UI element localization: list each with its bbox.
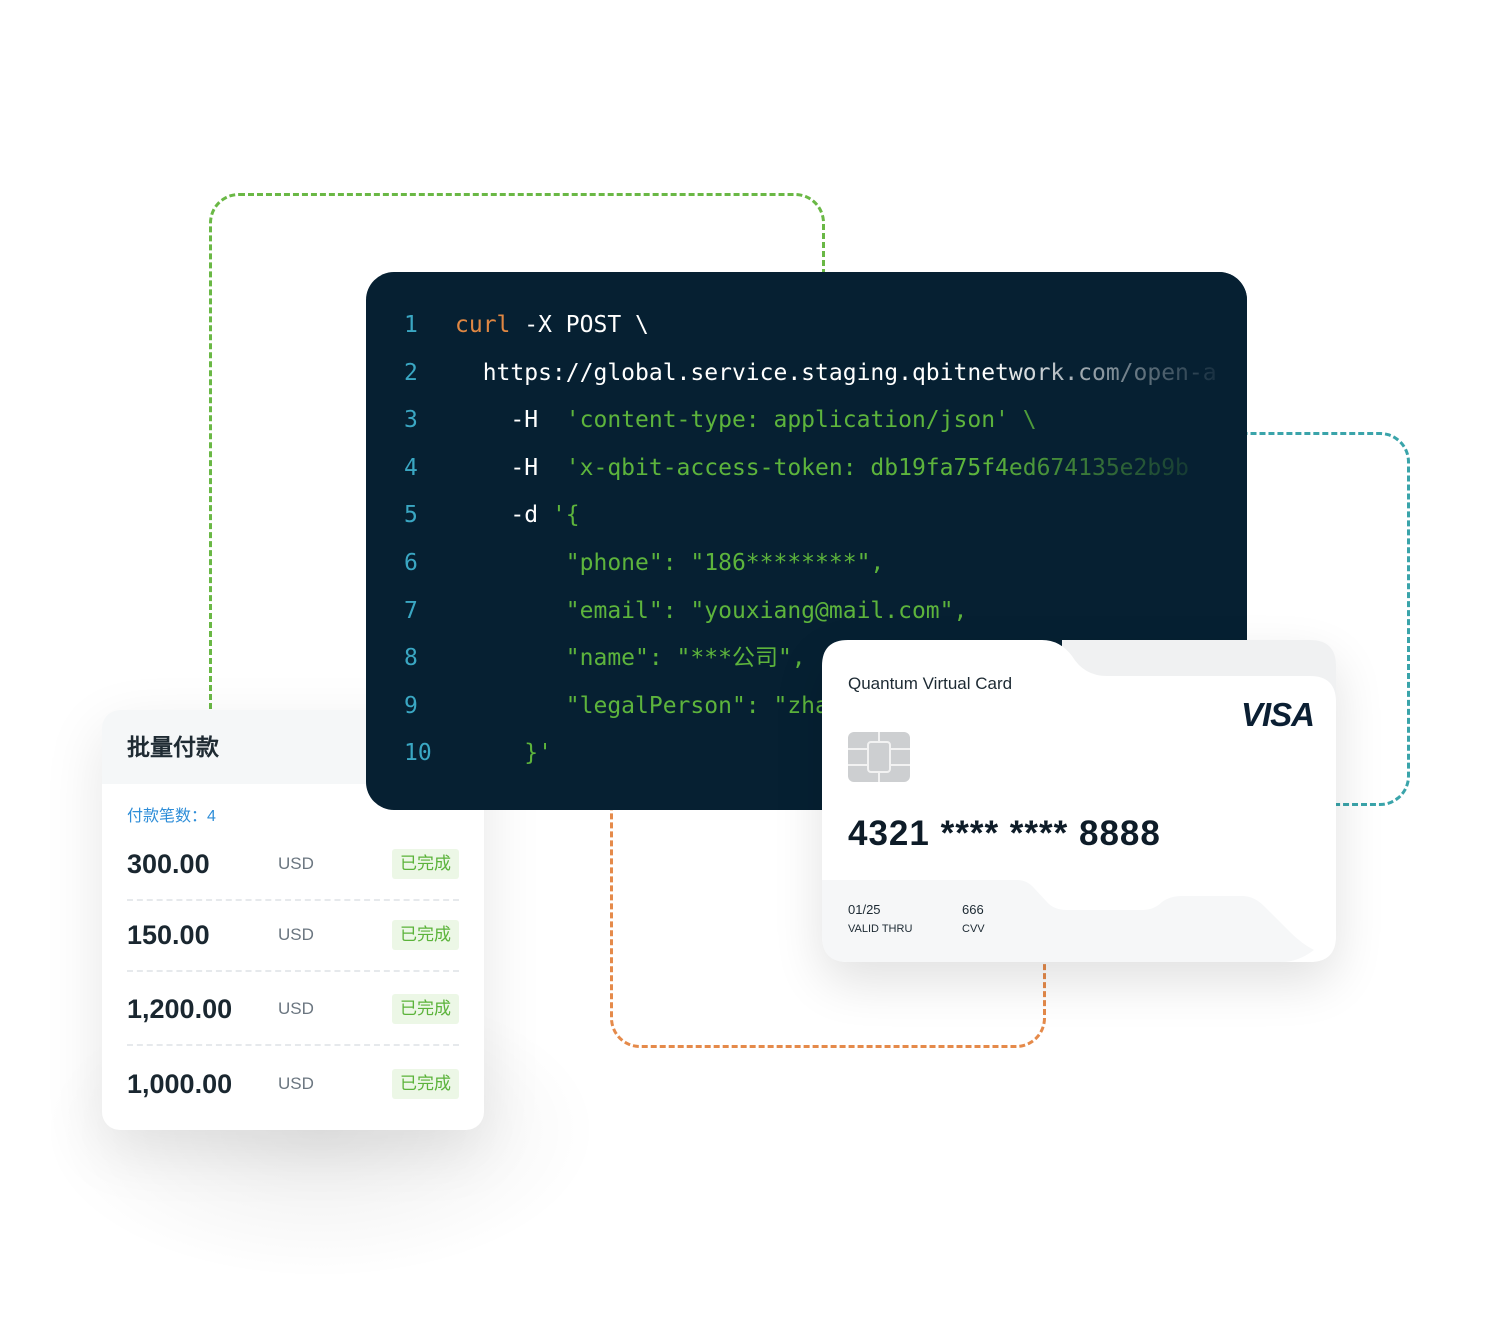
code-token: -H: [455, 454, 566, 481]
line-number: 1: [404, 312, 418, 338]
row-divider: [127, 1044, 459, 1046]
card-bottom-panel: [822, 880, 1314, 962]
code-token: '{: [551, 502, 580, 529]
code-token: 'content-type: application/json' \: [565, 407, 1037, 434]
code-token: -d: [455, 502, 552, 529]
payment-currency: USD: [278, 1074, 314, 1093]
code-text: curl -X POST \: [455, 305, 649, 345]
code-token: "email": "youxiang@mail.com",: [455, 597, 968, 624]
code-line: 8 "name": "***公司",: [366, 638, 1247, 678]
line-number: 6: [404, 550, 418, 576]
payment-row[interactable]: 150.00 USD 已完成: [127, 898, 459, 972]
virtual-card-shape: [822, 640, 1336, 962]
code-text: -d '{: [455, 495, 580, 535]
card-number: 4321 **** **** 8888: [848, 814, 1161, 853]
code-line: 6 "phone": "186********",: [366, 543, 1247, 583]
row-divider: [127, 970, 459, 972]
line-number: 3: [404, 407, 418, 434]
payment-currency: USD: [278, 854, 314, 873]
code-text: "email": "youxiang@mail.com",: [455, 591, 968, 631]
payment-amount: 150.00: [127, 920, 210, 950]
line-number: 7: [404, 597, 418, 624]
payment-amount: 1,000.00: [127, 1069, 233, 1099]
virtual-card: Quantum Virtual Card VISA 4321 **** ****…: [822, 640, 1336, 962]
code-token: "name": "***公司",: [455, 645, 806, 672]
payment-count-label: 付款笔数：: [127, 808, 208, 825]
code-token: -X POST \: [510, 312, 649, 338]
payment-row[interactable]: 1,000.00 USD 已完成: [127, 1047, 459, 1121]
line-number: 8: [404, 645, 418, 672]
payment-count: 付款笔数：4: [127, 802, 216, 826]
card-expiry-label: VALID THRU: [848, 923, 913, 935]
card-expiry: 01/25: [848, 902, 881, 917]
code-text: "name": "***公司",: [455, 638, 806, 678]
line-number: 2: [404, 359, 418, 386]
code-line: 7 "email": "youxiang@mail.com",: [366, 591, 1247, 631]
code-text: "legalPerson": "zha: [455, 686, 829, 726]
code-token: "phone": "186********",: [455, 550, 885, 576]
payment-amount: 300.00: [127, 849, 210, 879]
payment-row[interactable]: 300.00 USD 已完成: [127, 827, 459, 901]
code-token: curl: [455, 312, 511, 338]
status-badge: 已完成: [392, 994, 459, 1024]
payment-amount: 1,200.00: [127, 994, 233, 1024]
code-line: 10 }': [366, 733, 1247, 773]
code-token: }': [455, 740, 552, 767]
code-line: 5 -d '{: [366, 495, 1247, 535]
card-cvv: 666: [962, 902, 984, 917]
line-number: 4: [404, 454, 418, 481]
card-chip-icon: [848, 732, 910, 782]
status-badge: 已完成: [392, 920, 459, 950]
payment-count-value: 4: [207, 808, 216, 825]
payment-currency: USD: [278, 925, 314, 944]
line-number: 9: [404, 692, 418, 719]
status-badge: 已完成: [392, 849, 459, 879]
payment-currency: USD: [278, 999, 314, 1018]
code-token: "legalPerson": "zha: [455, 692, 829, 719]
card-cvv-label: CVV: [962, 923, 985, 935]
code-text: }': [455, 733, 552, 773]
payment-row[interactable]: 1,200.00 USD 已完成: [127, 972, 459, 1046]
line-number: 10: [404, 740, 432, 767]
visa-logo: VISA: [1240, 696, 1315, 733]
code-line: 9 "legalPerson": "zha: [366, 686, 1247, 726]
code-text: -H 'content-type: application/json' \: [455, 400, 1037, 440]
row-divider: [127, 899, 459, 901]
card-title: Quantum Virtual Card: [848, 674, 1013, 693]
code-line: 1 curl -X POST \: [366, 305, 1247, 345]
line-number: 5: [404, 502, 418, 529]
code-token: -H: [455, 407, 566, 434]
status-badge: 已完成: [392, 1069, 459, 1099]
code-text: "phone": "186********",: [455, 543, 885, 583]
